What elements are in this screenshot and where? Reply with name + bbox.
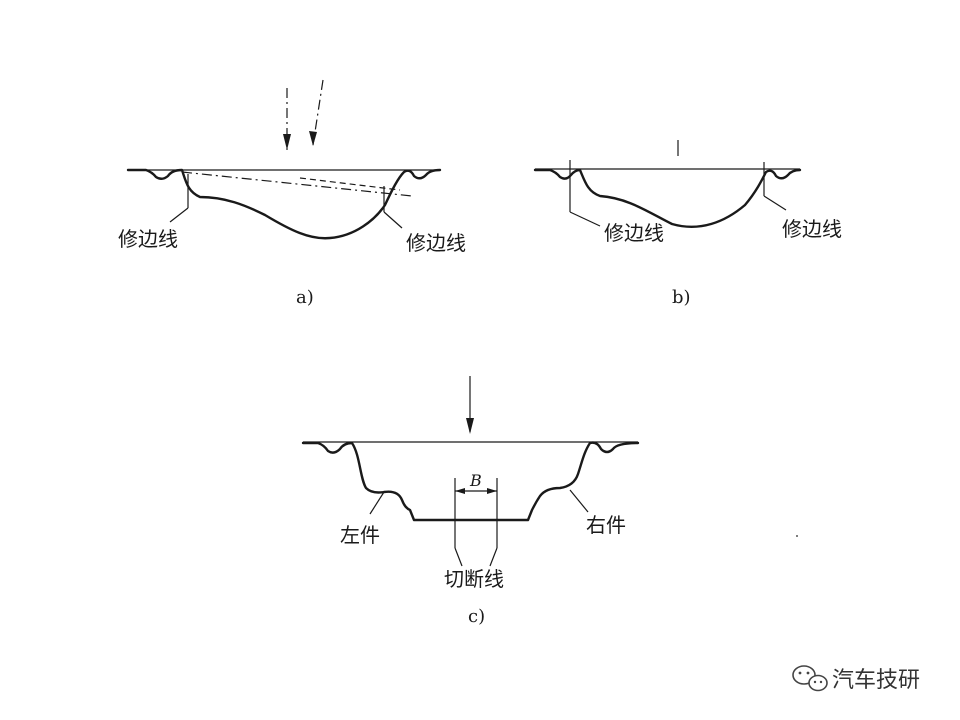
diagram-c-left-part-leader [369, 491, 385, 515]
diagram-a-dash-line-1 [181, 171, 413, 197]
diagram-a-trim-label-left: 修边线 [118, 227, 178, 251]
stray-dot [796, 535, 798, 537]
diagram-a-arrowhead-inclined [309, 131, 317, 146]
diagram-a: 修边线 修边线 a) [118, 79, 466, 308]
diagram-c-profile [301, 441, 640, 522]
diagram-a-trim-label-right: 修边线 [406, 231, 466, 255]
diagram-b-caption: b) [672, 287, 691, 308]
diagram-b: 修边线 修边线 b) [533, 140, 842, 308]
diagram-b-leader-right [763, 195, 787, 211]
wechat-icon [792, 665, 828, 692]
diagram-c-dimension-label: B [469, 471, 482, 490]
watermark-text: 汽车技研 [832, 668, 920, 693]
diagram-c: B 左件 右件 切断线 c) [301, 376, 640, 627]
diagram-c-right-part-label: 右件 [586, 513, 626, 537]
diagram-c-left-part-label: 左件 [340, 523, 380, 547]
watermark: 汽车技研 [792, 665, 920, 693]
diagram-c-cut-leader-right [489, 547, 498, 567]
diagram-c-caption: c) [468, 606, 485, 627]
diagram-a-profile [126, 168, 442, 240]
diagram-a-dash-line-2 [299, 177, 401, 191]
diagram-a-leader-left [169, 207, 189, 223]
diagram-a-leader-right [383, 211, 403, 229]
diagram-b-leader-left [569, 211, 601, 227]
diagram-a-caption: a) [296, 287, 314, 308]
diagram-a-arrowhead-vertical [283, 134, 291, 150]
diagram-b-profile [533, 168, 802, 228]
diagram-c-right-part-leader [569, 489, 589, 513]
diagram-b-trim-label-right: 修边线 [782, 217, 842, 241]
diagram-c-dim-arrow-right [487, 488, 497, 494]
diagram-b-trim-label-left: 修边线 [604, 221, 664, 245]
diagram-c-cut-leader-left [454, 547, 463, 567]
diagram-c-dim-arrow-left [455, 488, 465, 494]
diagram-c-arrowhead [466, 418, 474, 434]
diagram-c-cut-line-label: 切断线 [444, 567, 504, 591]
